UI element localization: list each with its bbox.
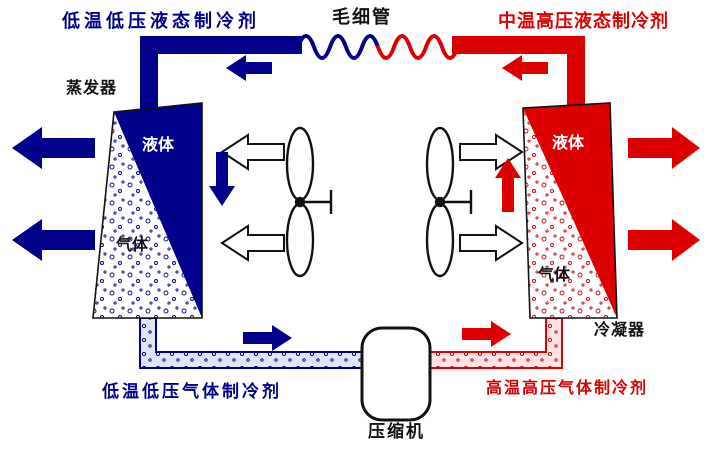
label-low-pressure-liquid: 低温低压液态制冷剂 xyxy=(61,10,260,31)
evaporator-gas-region xyxy=(93,112,202,318)
pipe-hot-top xyxy=(452,36,585,110)
flow-arrow-cold-top xyxy=(226,55,272,81)
label-condenser-liquid: 液体 xyxy=(552,133,585,152)
condenser xyxy=(522,102,618,319)
fan-left xyxy=(285,126,333,278)
flow-arrow-hot-up xyxy=(495,158,521,212)
label-low-pressure-gas: 低温低压气体制冷剂 xyxy=(101,381,282,401)
flow-arrow-cold-down xyxy=(209,152,235,206)
label-condenser: 冷凝器 xyxy=(594,320,645,339)
evaporator-liquid-region xyxy=(114,103,202,318)
evaporator xyxy=(92,102,203,319)
fan-left-blade-top xyxy=(285,126,315,202)
label-evaporator-gas: 气体 xyxy=(115,235,149,254)
compressor xyxy=(360,326,432,422)
hot-air-arrow-top xyxy=(628,127,700,169)
capillary-tube-hot-section xyxy=(376,34,460,60)
label-high-pressure-gas: 高温高压气体制冷剂 xyxy=(486,378,648,397)
label-condenser-gas: 气体 xyxy=(537,265,571,284)
airflow-arrow-right-bottom xyxy=(459,224,524,262)
cold-air-arrow-bottom xyxy=(12,219,95,261)
airflow-arrow-right-top xyxy=(459,133,524,171)
cold-air-arrow-top xyxy=(12,127,95,169)
airflow-arrow-left-top xyxy=(220,133,285,171)
airflow-arrow-left-bottom xyxy=(220,224,285,262)
fan-right xyxy=(425,126,473,278)
fan-left-blade-bottom xyxy=(285,202,315,278)
label-evaporator: 蒸发器 xyxy=(66,78,117,97)
flow-arrow-hot-top xyxy=(502,55,548,81)
label-compressor: 压缩机 xyxy=(368,421,425,441)
flow-arrow-cold-bottom xyxy=(243,325,292,351)
label-evaporator-liquid: 液体 xyxy=(142,135,175,154)
compressor-body xyxy=(360,326,432,422)
pipe-cold-top xyxy=(140,36,302,112)
label-high-pressure-liquid: 中温高压液态制冷剂 xyxy=(498,10,669,31)
condenser-liquid-region xyxy=(523,103,617,318)
flow-arrow-hot-bottom xyxy=(462,321,511,347)
hot-air-arrow-bottom xyxy=(628,219,700,261)
fan-right-blade-bottom xyxy=(425,202,455,278)
label-capillary-tube: 毛细管 xyxy=(332,6,392,27)
fan-right-blade-top xyxy=(425,126,455,202)
capillary-tube-cold-section xyxy=(296,34,380,60)
